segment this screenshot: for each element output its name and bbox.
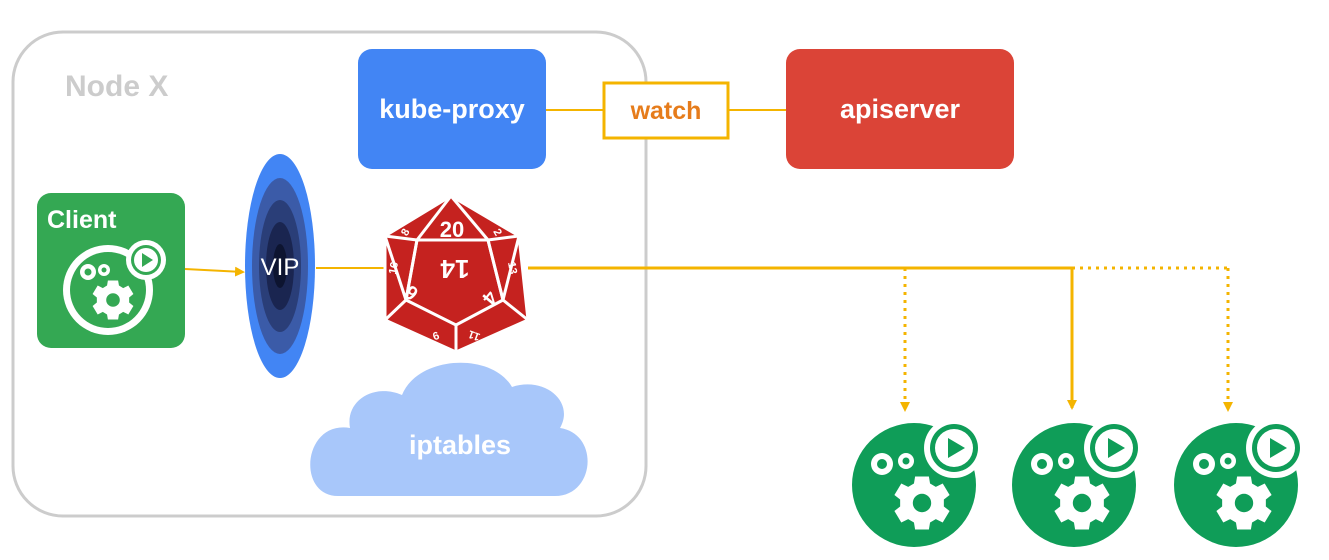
dice-center-number: 14	[440, 254, 469, 284]
watch-box: watch	[602, 81, 730, 140]
iptables-label: iptables	[409, 430, 511, 460]
dice-bottom-left-number: 9	[431, 328, 441, 341]
backend-pod-1[interactable]	[852, 418, 984, 547]
iptables-cloud[interactable]: iptables	[310, 362, 588, 496]
client-to-vip-arrow	[184, 266, 245, 277]
dice-left-mid-number: 16	[387, 261, 401, 275]
dice-top-number: 20	[440, 217, 464, 242]
node-container	[11, 30, 648, 518]
apiserver-box[interactable]: apiserver	[786, 49, 1014, 169]
client-pod-icon	[63, 240, 166, 335]
client-label: Client	[47, 206, 117, 234]
node-title: Node X	[65, 70, 168, 103]
backend-pod-3[interactable]	[1174, 418, 1306, 547]
kube-proxy-box[interactable]: kube-proxy	[358, 49, 546, 169]
vip-portal[interactable]: VIP	[245, 154, 315, 378]
dice-right-top-number: 2	[490, 227, 503, 238]
kube-proxy-label: kube-proxy	[379, 94, 525, 124]
backend-pod-2[interactable]	[1012, 418, 1144, 547]
d20-dice-icon: 20 14 8 2 16 13 6 4 9 11	[383, 194, 530, 354]
vip-label: VIP	[261, 254, 300, 281]
dice-bottom-right-number: 11	[467, 327, 482, 342]
watch-label: watch	[630, 97, 702, 125]
dice-right-mid-number: 13	[505, 261, 519, 275]
dice-left-top-number: 8	[399, 227, 412, 238]
client-box[interactable]: Client	[37, 193, 185, 348]
route-to-pod-2	[528, 266, 1077, 410]
apiserver-label: apiserver	[840, 94, 961, 124]
